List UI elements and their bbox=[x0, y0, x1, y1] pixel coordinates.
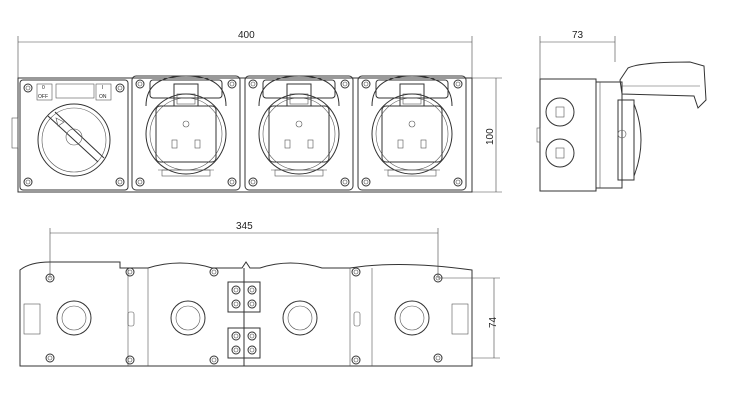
rotary-switch bbox=[37, 103, 111, 177]
dim-73: 73 bbox=[572, 30, 584, 41]
socket-module-2 bbox=[245, 76, 353, 190]
on-label: ON bbox=[99, 94, 107, 100]
dim-74: 74 bbox=[488, 316, 499, 328]
switch-module: 0 OFF I ON bbox=[11, 79, 129, 191]
dimension-height: 100 bbox=[472, 77, 502, 193]
back-cutout-4 bbox=[394, 300, 430, 336]
socket-module-3 bbox=[358, 76, 466, 190]
side-view: 73 bbox=[536, 30, 707, 192]
back-cutout-2 bbox=[170, 300, 206, 336]
front-view: 0 OFF I ON bbox=[11, 76, 473, 193]
socket-module-1 bbox=[132, 76, 240, 190]
back-cutout-3 bbox=[282, 300, 318, 336]
dimension-width: 400 bbox=[17, 30, 473, 78]
back-cutout-1 bbox=[56, 300, 92, 336]
off-symbol: 0 bbox=[42, 85, 45, 91]
back-view: 345 74 bbox=[19, 221, 500, 367]
dim-100: 100 bbox=[485, 128, 496, 145]
dim-345: 345 bbox=[236, 221, 253, 232]
off-label: OFF bbox=[38, 94, 48, 100]
dim-400: 400 bbox=[238, 30, 255, 41]
on-symbol: I bbox=[102, 85, 103, 91]
